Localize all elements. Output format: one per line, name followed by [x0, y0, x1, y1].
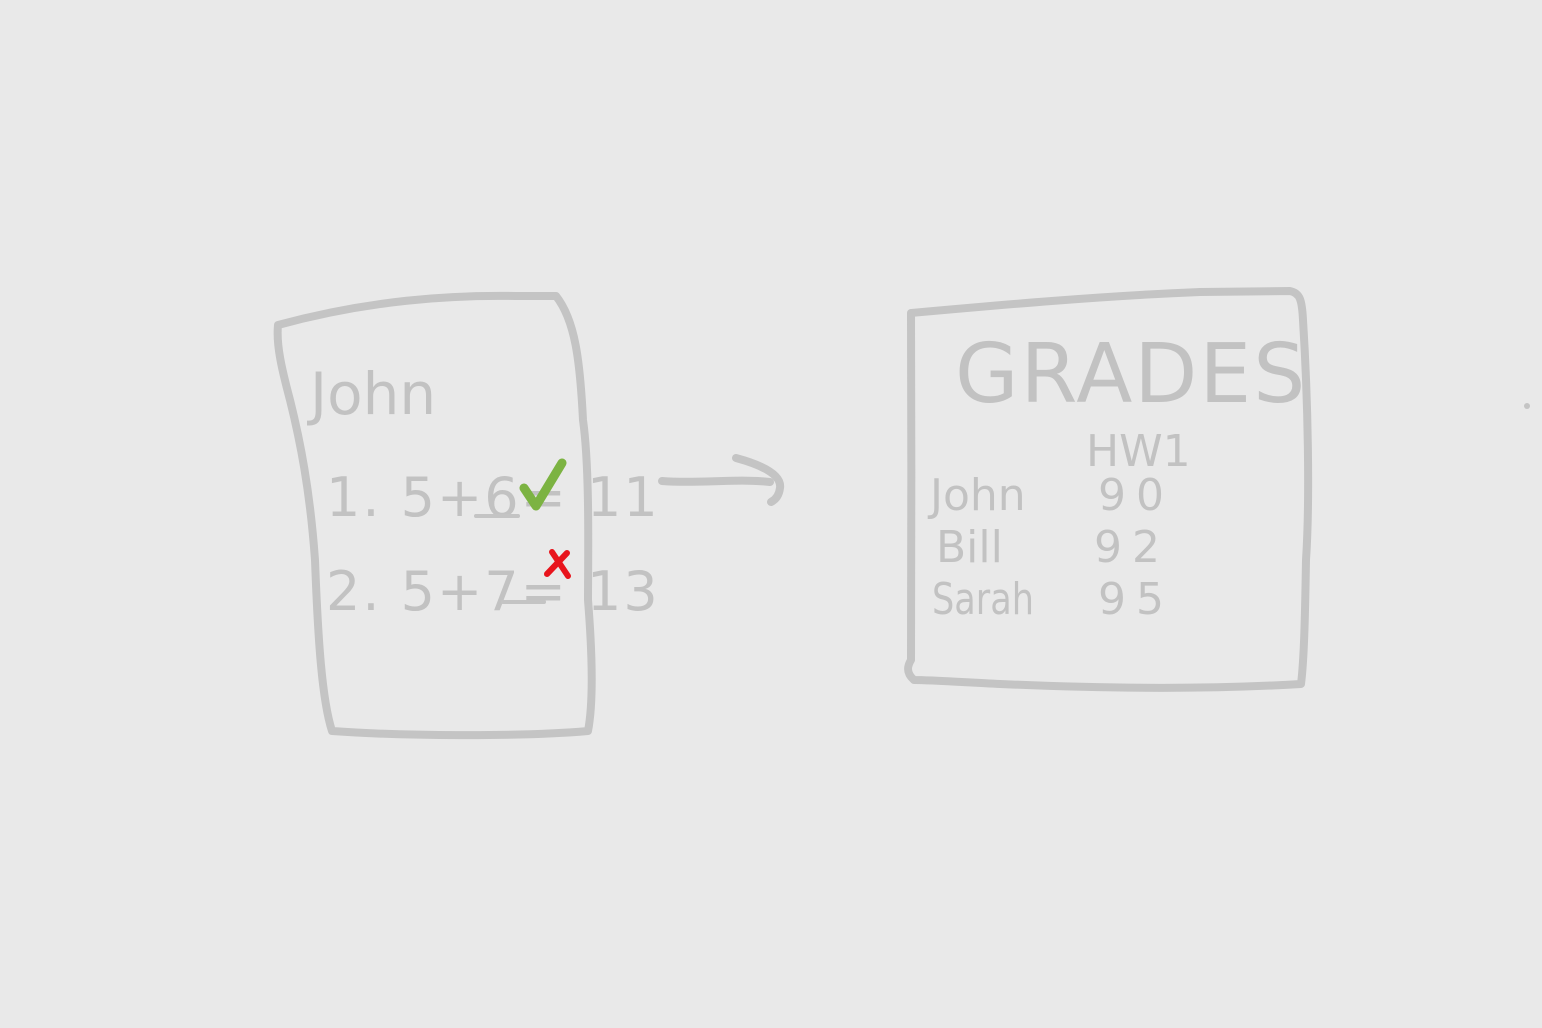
- grade-row-score: 92: [1094, 522, 1170, 573]
- gradebook-sheet: GRADES HW1 John 90 Bill 92 Sarah 95: [904, 287, 1313, 692]
- stray-mark: [1524, 403, 1530, 409]
- grade-row-name: Bill: [936, 522, 1003, 573]
- homework-sheet: John 1. 5+6= 11 2. 5+7= 13: [273, 291, 660, 740]
- cross-icon: [544, 549, 571, 579]
- student-name: John: [307, 360, 436, 428]
- problem-1: 1. 5+6= 11: [326, 466, 660, 529]
- column-header-hw1: HW1: [1086, 426, 1191, 477]
- grade-row-score: 90: [1098, 470, 1174, 521]
- gradebook-title: GRADES: [955, 327, 1307, 422]
- grade-row-name: John: [927, 470, 1026, 521]
- grade-row-score: 95: [1098, 574, 1174, 625]
- grade-row-name: Sarah: [932, 574, 1034, 625]
- problem-2: 2. 5+7= 13: [326, 560, 660, 623]
- gradebook-outline: [904, 287, 1313, 692]
- check-icon: [519, 458, 567, 511]
- arrow-right-icon: [658, 454, 785, 506]
- homework-sheet-outline: [273, 291, 596, 740]
